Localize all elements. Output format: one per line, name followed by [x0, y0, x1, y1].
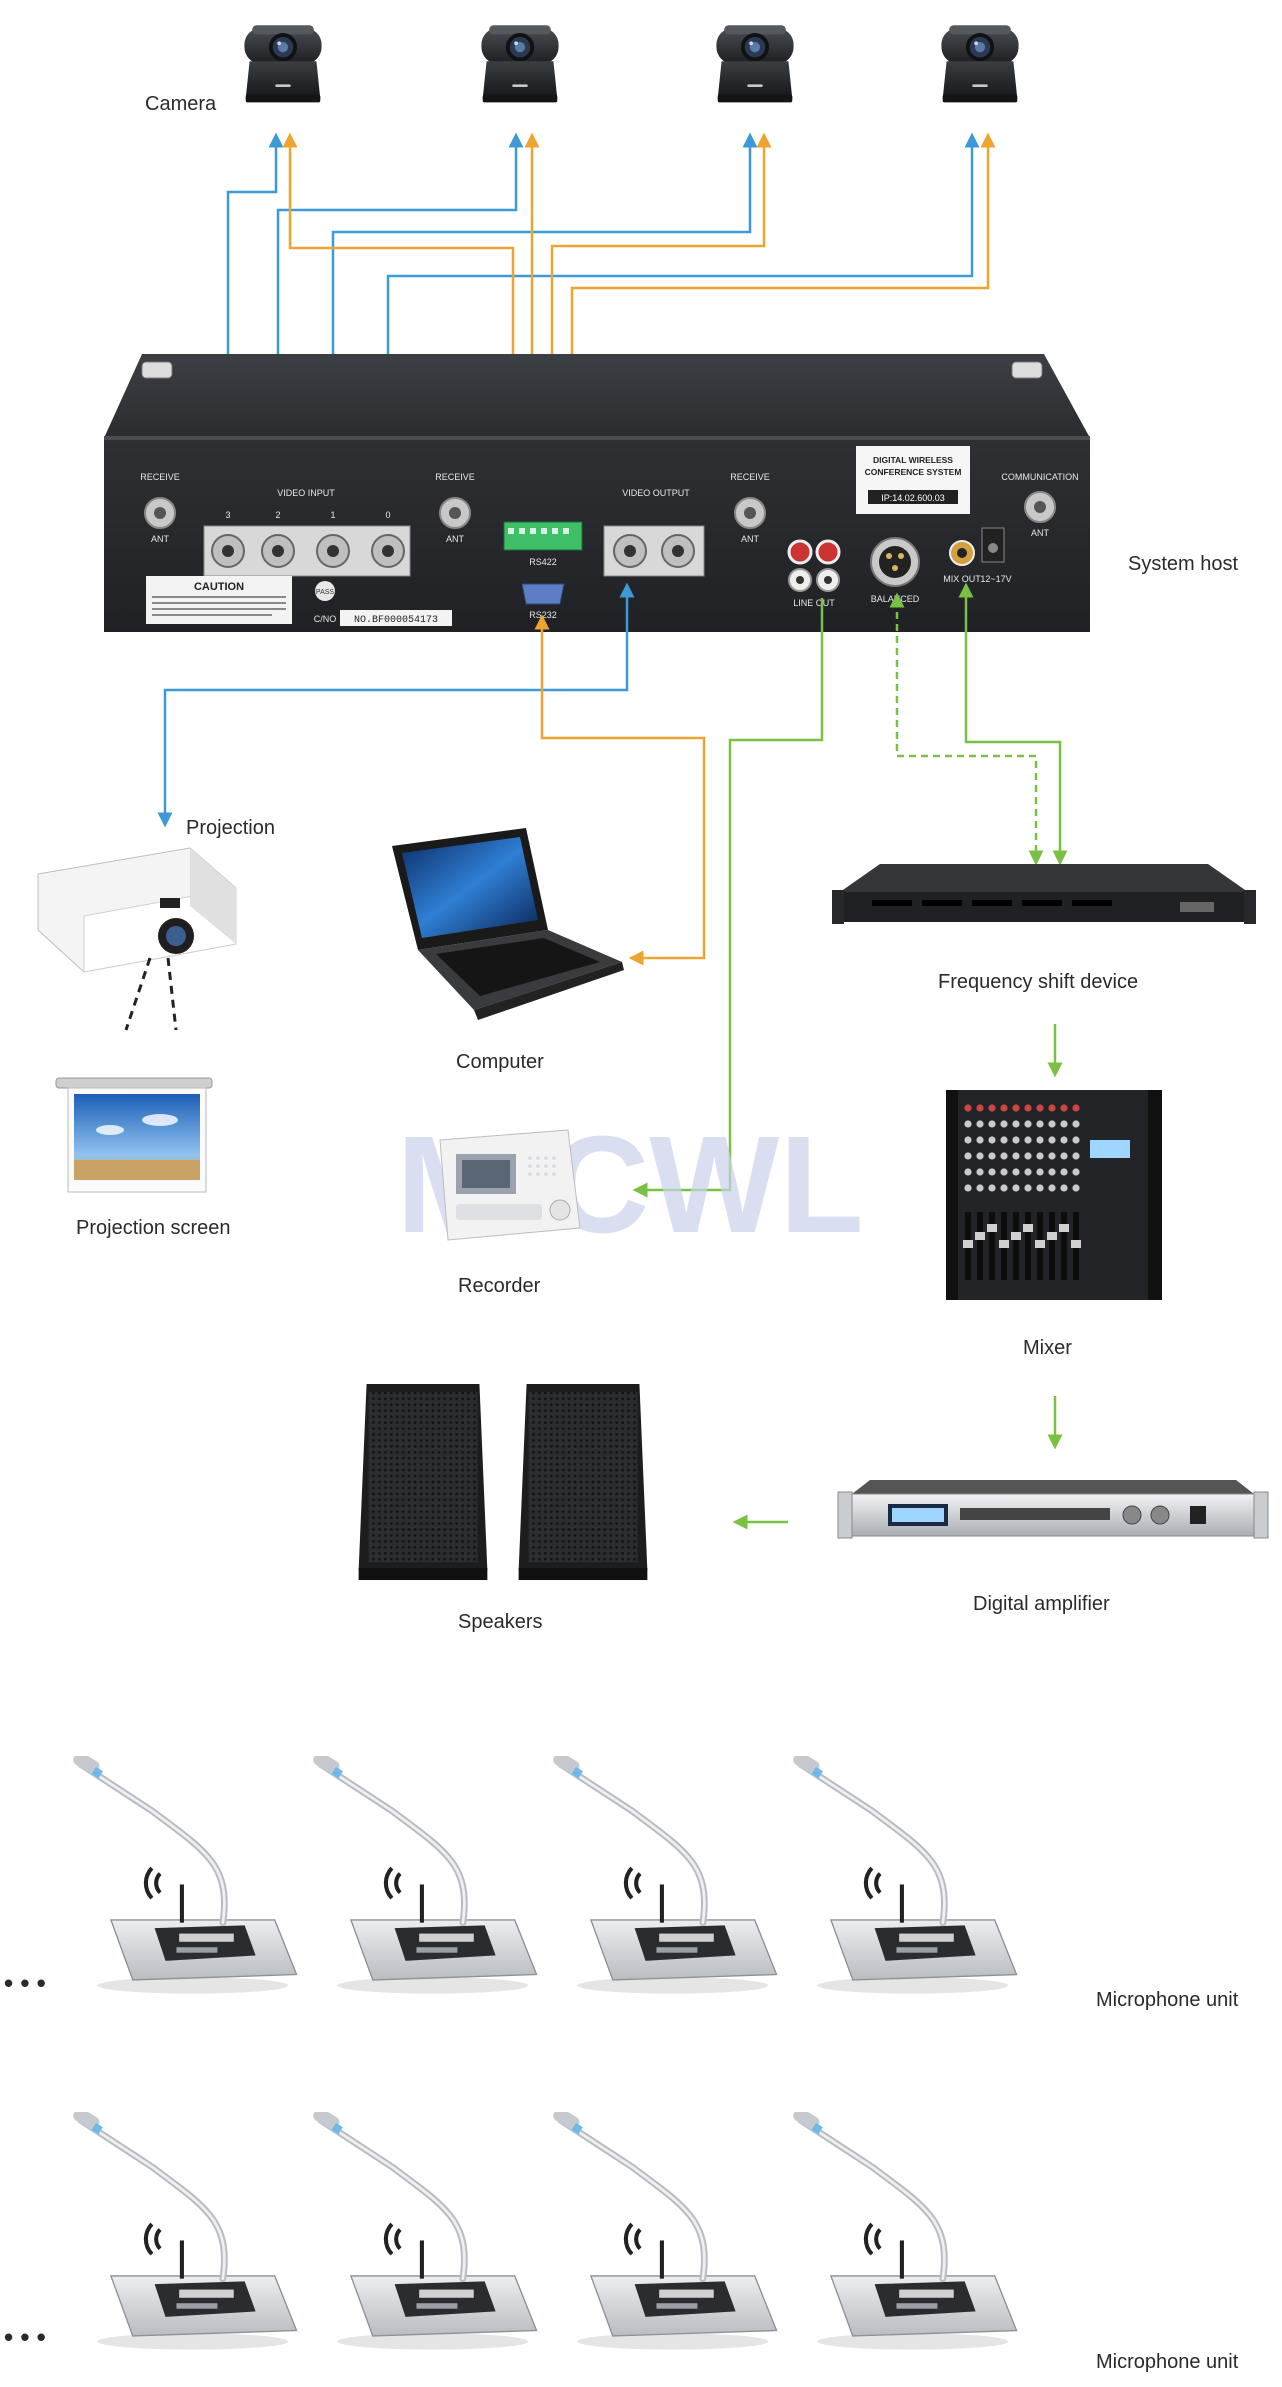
computer-control-line — [534, 614, 706, 966]
pass-label: PASS — [316, 589, 334, 596]
microphone-icon — [791, 2106, 1016, 2350]
microphone-icon — [551, 1750, 776, 1994]
speakers-group — [358, 1384, 648, 1581]
rs232-label: RS232 — [529, 610, 557, 620]
digital-amplifier-icon — [837, 1480, 1269, 1539]
system-host-device: RECEIVE ANT VIDEO INPUT 3 2 1 0 CAUTION PAS… — [104, 354, 1090, 632]
caution-label: CAUTION — [194, 581, 244, 593]
ant-label-2: ANT — [446, 534, 465, 544]
label-speakers: Speakers — [458, 1611, 543, 1633]
recorder-audio-line — [632, 598, 824, 1198]
balanced-label: BALANCED — [871, 594, 920, 604]
microphone-units — [71, 1750, 1016, 2350]
video-input-port-label: 1 — [330, 510, 335, 520]
power-label: 12~17V — [980, 574, 1011, 584]
label-projection: Projection — [186, 817, 275, 839]
speaker-icon — [518, 1384, 648, 1581]
rs422-label: RS422 — [529, 557, 557, 567]
serial-label: NO.BF000054173 — [354, 615, 438, 626]
mixer-icon — [946, 1090, 1162, 1300]
ant-label-4: ANT — [1031, 528, 1050, 538]
camera-icon — [244, 25, 322, 103]
label-camera: Camera — [145, 93, 217, 115]
recorder-icon — [439, 1129, 581, 1241]
mixer-chain-arrows — [732, 1024, 1063, 1530]
ellipsis-row-1: • • • — [4, 1968, 46, 1998]
projector-icon — [37, 847, 237, 1031]
ant-label-1: ANT — [151, 534, 170, 544]
label-microphone-unit-1: Microphone unit — [1096, 1989, 1239, 2011]
video-output-label: VIDEO OUTPUT — [622, 488, 690, 498]
microphone-icon — [311, 1750, 536, 1994]
label-system-host: System host — [1128, 553, 1238, 575]
microphone-icon — [71, 1750, 296, 1994]
speaker-icon — [358, 1384, 488, 1581]
frequency-shift-device-icon — [832, 864, 1256, 924]
ellipsis-row-2: • • • — [4, 2322, 46, 2352]
mixer-knobs — [963, 1104, 1081, 1280]
camera-icon — [716, 25, 794, 103]
laptop-icon — [392, 828, 624, 1020]
nameplate-line1: DIGITAL WIRELESS — [873, 455, 953, 465]
communication-label: COMMUNICATION — [1001, 472, 1078, 482]
video-input-ports: 3 2 1 0 — [203, 510, 411, 577]
label-projection-screen: Projection screen — [76, 1217, 231, 1239]
video-input-port-label: 3 — [225, 510, 230, 520]
nameplate-line2: CONFERENCE SYSTEM — [865, 467, 962, 477]
label-recorder: Recorder — [458, 1275, 541, 1297]
microphone-icon — [311, 2106, 536, 2350]
receive-label-1: RECEIVE — [140, 472, 180, 482]
label-microphone-unit-2: Microphone unit — [1096, 2351, 1239, 2373]
projection-screen-icon — [55, 1077, 213, 1193]
cno-label: C/NO — [314, 614, 337, 624]
receive-label-2: RECEIVE — [435, 472, 475, 482]
line-out-label: LINE OUT — [793, 598, 835, 608]
camera-group — [244, 25, 1019, 103]
video-input-port-label: 0 — [385, 510, 390, 520]
mix-out-label: MIX OUT — [943, 574, 981, 584]
label-computer: Computer — [456, 1051, 544, 1073]
video-input-port-label: 2 — [275, 510, 280, 520]
ip-label: IP:14.02.600.03 — [881, 493, 945, 503]
freq-shift-audio-lines — [889, 582, 1068, 866]
receive-label-3: RECEIVE — [730, 472, 770, 482]
device-labels: Camera System host Projection Projection… — [4, 93, 1239, 2373]
microphone-icon — [71, 2106, 296, 2350]
camera-icon — [481, 25, 559, 103]
video-input-label: VIDEO INPUT — [277, 488, 335, 498]
label-digital-amplifier: Digital amplifier — [973, 1593, 1110, 1615]
label-frequency-shift-device: Frequency shift device — [938, 971, 1138, 993]
label-mixer: Mixer — [1023, 1337, 1072, 1359]
ant-label-3: ANT — [741, 534, 760, 544]
microphone-icon — [551, 2106, 776, 2350]
camera-icon — [941, 25, 1019, 103]
microphone-icon — [791, 1750, 1016, 1994]
